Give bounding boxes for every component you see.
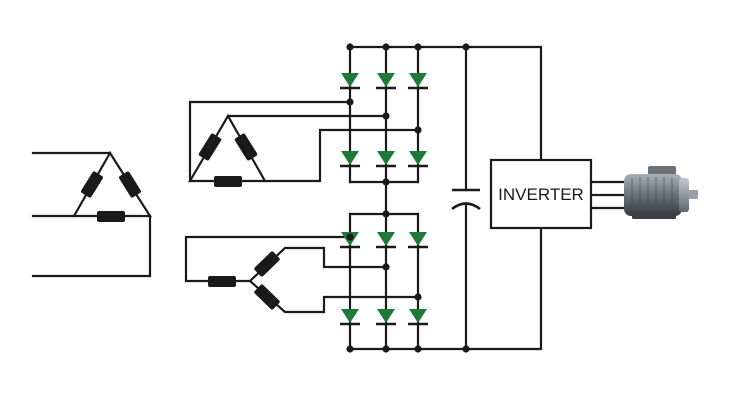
dc-link-capacitor (451, 45, 481, 351)
junction-dot (382, 345, 390, 353)
junction-dot (462, 43, 470, 51)
secondary-delta-winding (188, 100, 420, 187)
junction-dot (346, 98, 354, 106)
diode-icon (341, 73, 359, 87)
junction-dot (414, 43, 422, 51)
junction-dot (462, 345, 470, 353)
motor-shaft (689, 190, 698, 199)
primary-coil-left (81, 171, 103, 198)
delta-coil-left (198, 133, 222, 161)
diode-icon (377, 73, 395, 87)
capacitor-icon (451, 202, 481, 211)
diode-icon (409, 232, 427, 246)
wye-coil-down (254, 284, 280, 310)
bridge-series-link (348, 180, 420, 216)
motor-body (624, 174, 682, 216)
wye-branch-down (248, 279, 420, 314)
diode-icon (377, 309, 395, 323)
junction-dots (346, 43, 470, 353)
primary-coil-right (119, 171, 141, 198)
secondary-wye-winding (184, 235, 420, 314)
junction-dot (382, 210, 390, 218)
wye-coil-up (254, 251, 280, 277)
inverter-output-lines (589, 180, 630, 210)
junction-dot (414, 126, 422, 134)
inverter-block: INVERTER (489, 158, 630, 230)
electric-motor-icon (624, 166, 698, 219)
dc-positive-bus (348, 45, 543, 162)
primary-coil-bottom (97, 211, 125, 222)
diode-icon (377, 232, 395, 246)
primary-input-line-3 (31, 214, 152, 278)
delta-lead-right (263, 128, 420, 183)
dc-negative-bus (348, 226, 543, 351)
primary-delta-winding (31, 150, 153, 278)
junction-dot (346, 345, 354, 353)
diode-icon (409, 151, 427, 165)
junction-dot (346, 43, 354, 51)
junction-dot (382, 43, 390, 51)
diode-icon (377, 151, 395, 165)
junction-dot (382, 112, 390, 120)
delta-coil-right (234, 133, 258, 161)
junction-dot (382, 178, 390, 186)
junction-dot (382, 263, 390, 271)
diode-icon (341, 309, 359, 323)
junction-dot (414, 293, 422, 301)
motor-foot (632, 214, 676, 219)
junction-dot (346, 233, 354, 241)
junction-dot (414, 345, 422, 353)
delta-lead-left (188, 100, 352, 183)
wye-coil-left (208, 276, 236, 287)
motor-cooling-fins (631, 177, 673, 213)
delta-coil-bottom (214, 176, 242, 187)
inverter-box (489, 158, 593, 230)
diode-icon (409, 73, 427, 87)
diode-icon (341, 151, 359, 165)
diode-icon (409, 309, 427, 323)
inverter-label: INVERTER (498, 185, 584, 204)
diode-array (340, 73, 428, 326)
motor-end-cap (679, 178, 689, 212)
